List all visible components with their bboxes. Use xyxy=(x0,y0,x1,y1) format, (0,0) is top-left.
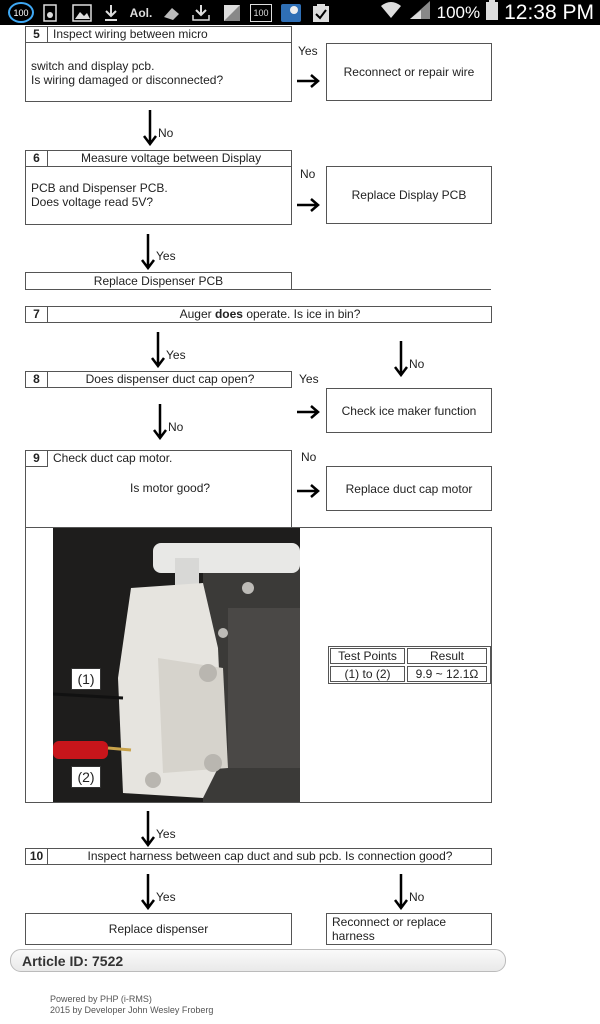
table-header-row: Test Points Result xyxy=(329,647,490,665)
motor-illustration xyxy=(53,528,300,802)
duct-cap-motor-photo: (1) (2) xyxy=(53,528,300,802)
step-8-action-box: Check ice maker function xyxy=(326,388,492,433)
step-9-down-arrow-icon xyxy=(141,811,155,847)
step-7-title: Auger does operate. Is ice in bin? xyxy=(48,307,492,322)
step-10-yes-down-arrow-icon xyxy=(141,874,155,910)
signal-icon xyxy=(409,0,431,25)
step-5-right-arrow-icon xyxy=(297,74,321,88)
step-7-title-pre: Auger xyxy=(180,307,215,321)
step-5-action-box: Reconnect or repair wire xyxy=(326,43,492,101)
eraser-icon xyxy=(162,3,182,22)
step-7-box: 7 Auger does operate. Is ice in bin? xyxy=(25,306,492,323)
step-7-title-bold: does xyxy=(215,307,243,321)
step-9-question: Is motor good? xyxy=(130,481,210,495)
step-10-no-down-arrow-icon xyxy=(394,874,408,910)
table-row: (1) to (2) 9.9 ~ 12.1Ω xyxy=(329,665,490,683)
table-cell-result: 9.9 ~ 12.1Ω xyxy=(407,666,487,682)
step-6-no-label: No xyxy=(300,167,315,181)
test-point-2-label: (2) xyxy=(71,766,101,788)
step-10-yes-action-box: Replace dispenser xyxy=(25,913,292,945)
download-icon xyxy=(102,3,120,22)
table-header-result: Result xyxy=(407,648,487,664)
step-8-yes-label: Yes xyxy=(299,372,319,386)
clipboard-check-icon xyxy=(310,3,332,22)
weather-icon xyxy=(280,3,302,22)
step-10-box: 10 Inspect harness between cap duct and … xyxy=(25,848,492,865)
table-header-test-points: Test Points xyxy=(330,648,405,664)
step-6-yes-label: Yes xyxy=(156,249,176,263)
article-id: Article ID: 7522 xyxy=(22,953,123,969)
step-9-right-arrow-icon xyxy=(297,484,321,498)
footer-powered-by: Powered by PHP (i-RMS) xyxy=(50,994,213,1005)
test-point-1-label: (1) xyxy=(71,668,101,690)
step-7-number: 7 xyxy=(26,307,48,323)
step-6-down-arrow-icon xyxy=(141,234,155,270)
step-9-number: 9 xyxy=(26,451,48,467)
step-8-title: Does dispenser duct cap open? xyxy=(48,372,292,387)
battery-icon xyxy=(486,0,498,25)
resistance-table: Test Points Result (1) to (2) 9.9 ~ 12.1… xyxy=(328,646,491,684)
step-10-no-label: No xyxy=(409,890,424,904)
step-8-down-arrow-icon xyxy=(153,404,167,440)
notification-badge-icon: 100 xyxy=(8,2,34,23)
step-9-yes-label: Yes xyxy=(156,827,176,841)
step-6-title: Measure voltage between Display xyxy=(81,151,261,166)
step-9-no-label: No xyxy=(301,450,316,464)
battery-100-icon: 100 xyxy=(250,4,272,22)
step-5-yes-label: Yes xyxy=(298,44,318,58)
battery-percent: 100% xyxy=(437,3,480,23)
step-7-no-down-arrow-icon xyxy=(394,341,408,377)
step-6-right-arrow-icon xyxy=(297,198,321,212)
step-5-number: 5 xyxy=(26,27,48,43)
step-10-number: 10 xyxy=(26,849,48,865)
step-5-down-arrow-icon xyxy=(143,110,157,146)
table-cell-test-points: (1) to (2) xyxy=(330,666,405,682)
aol-icon: Aol. xyxy=(128,3,154,22)
step-5-divider xyxy=(26,42,291,43)
step-10-yes-label: Yes xyxy=(156,890,176,904)
step-7-title-post: operate. Is ice in bin? xyxy=(243,307,360,321)
step-10-no-action-box: Reconnect or replace harness xyxy=(326,913,492,945)
photo-icon xyxy=(222,3,242,22)
clock: 12:38 PM xyxy=(504,1,594,25)
download-box-icon xyxy=(190,3,212,22)
step-5-question: switch and display pcb. Is wiring damage… xyxy=(31,59,223,87)
step-5-box: 5 Inspect wiring between micro switch an… xyxy=(25,26,292,102)
step-9-box: 9 Check duct cap motor. Is motor good? xyxy=(25,450,292,528)
sim-card-icon xyxy=(42,3,58,22)
wifi-icon xyxy=(379,0,403,25)
step-8-no-label: No xyxy=(168,420,183,434)
step-9-action-box: Replace duct cap motor xyxy=(326,466,492,511)
step-6-question: PCB and Dispenser PCB. Does voltage read… xyxy=(31,181,168,209)
step-8-right-arrow-icon xyxy=(297,405,321,419)
step-6-result-box: Replace Dispenser PCB xyxy=(25,272,292,290)
article-id-bar: Article ID: 7522 xyxy=(10,949,506,972)
step-8-box: 8 Does dispenser duct cap open? xyxy=(25,371,292,388)
step-6-number: 6 xyxy=(26,151,48,167)
step-7-no-label: No xyxy=(409,357,424,371)
gallery-icon xyxy=(72,3,92,22)
status-bar: 100 Aol. 100 100% 12:38 PM xyxy=(0,0,600,25)
step-9-title: Check duct cap motor. xyxy=(53,451,172,466)
step-8-number: 8 xyxy=(26,372,48,388)
footer: Powered by PHP (i-RMS) 2015 by Developer… xyxy=(50,994,213,1016)
footer-developer: 2015 by Developer John Wesley Froberg xyxy=(50,1005,213,1016)
step-7-yes-down-arrow-icon xyxy=(151,332,165,368)
step-10-title: Inspect harness between cap duct and sub… xyxy=(48,849,492,864)
step-6-box: 6 Measure voltage between Display PCB an… xyxy=(25,150,292,225)
step-6-divider xyxy=(26,166,291,167)
step-6-action-box: Replace Display PCB xyxy=(326,166,492,224)
section-divider xyxy=(292,289,491,290)
step-5-title: Inspect wiring between micro xyxy=(53,27,208,42)
step-5-no-label: No xyxy=(158,126,173,140)
step-7-yes-label: Yes xyxy=(166,348,186,362)
